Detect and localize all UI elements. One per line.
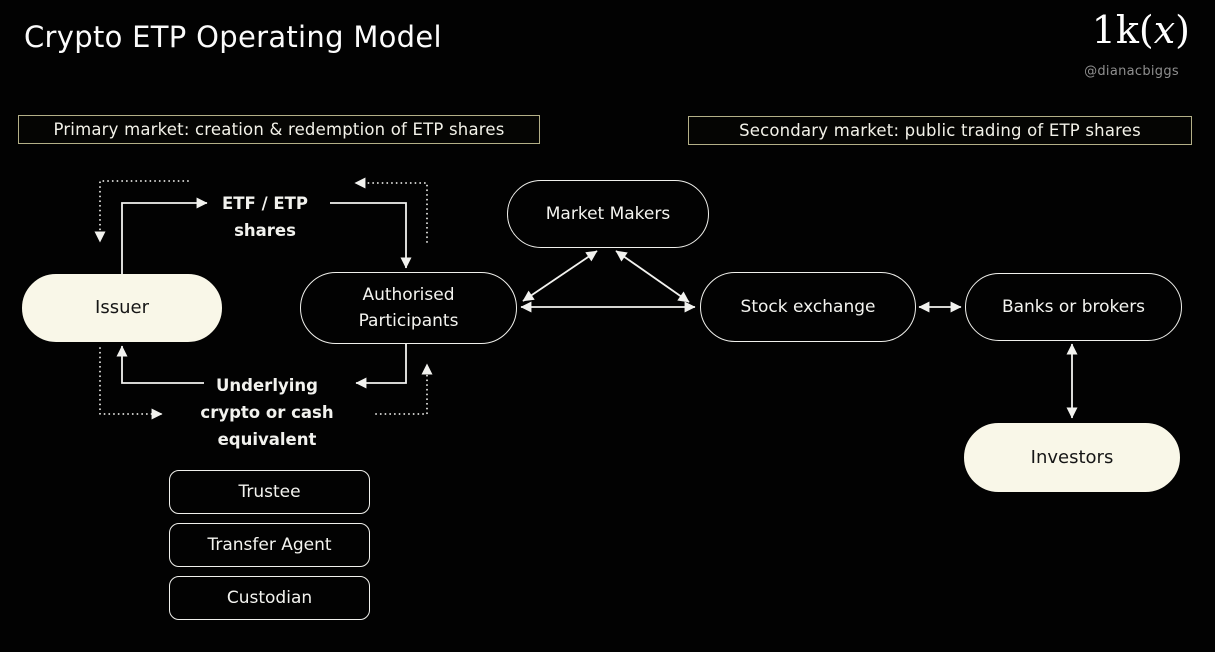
node-ap-label-line2: Participants xyxy=(358,311,459,331)
node-issuer-label: Issuer xyxy=(95,297,149,319)
label-underlying-line2: crypto or cash xyxy=(200,403,334,422)
node-banks-or-brokers-label: Banks or brokers xyxy=(1001,296,1146,317)
logo-text-close: ) xyxy=(1175,8,1190,52)
edge-issuer-to-underlying-dotted xyxy=(99,347,163,420)
node-trustee-label: Trustee xyxy=(238,482,301,502)
logo-text: 1k( xyxy=(1091,8,1154,52)
edge-ap-to-underlying-solid xyxy=(355,342,407,389)
label-etf-etp-line2: shares xyxy=(234,221,296,240)
edge-issuer-to-shares-solid xyxy=(121,197,208,274)
page-title: Crypto ETP Operating Model xyxy=(24,20,442,54)
label-etf-etp-line1: ETF / ETP xyxy=(222,194,308,213)
node-custodian: Custodian xyxy=(169,576,370,620)
edge-market-makers-stock-exchange xyxy=(615,250,690,303)
author-handle: @dianacbiggs xyxy=(1084,64,1179,79)
label-underlying-line1: Underlying xyxy=(216,376,318,395)
node-market-makers: Market Makers xyxy=(507,180,709,248)
node-issuer: Issuer xyxy=(22,274,222,342)
primary-market-header: Primary market: creation & redemption of… xyxy=(18,115,540,144)
node-transfer-agent: Transfer Agent xyxy=(169,523,370,567)
node-stock-exchange-label: Stock exchange xyxy=(740,296,876,317)
logo-x: x xyxy=(1153,8,1176,52)
node-authorised-participants: Authorised Participants xyxy=(300,272,517,344)
brand-logo-1kx: 1k(x) xyxy=(1092,8,1190,52)
edge-shares-to-ap-solid xyxy=(330,202,412,269)
node-ap-label-line1: Authorised xyxy=(362,284,455,305)
primary-market-label: Primary market: creation & redemption of… xyxy=(53,120,505,139)
edge-shares-to-issuer-dotted xyxy=(94,180,189,243)
secondary-market-label: Secondary market: public trading of ETP … xyxy=(739,121,1141,140)
edge-ap-market-makers xyxy=(522,250,598,302)
label-underlying-line3: equivalent xyxy=(217,430,317,449)
node-transfer-agent-label: Transfer Agent xyxy=(207,535,332,555)
label-underlying-crypto: Underlying crypto or cash equivalent xyxy=(185,372,349,453)
node-market-makers-label: Market Makers xyxy=(545,203,671,224)
node-investors: Investors xyxy=(964,423,1180,492)
secondary-market-header: Secondary market: public trading of ETP … xyxy=(688,116,1192,145)
label-etf-etp-shares: ETF / ETP shares xyxy=(198,190,332,244)
node-trustee: Trustee xyxy=(169,470,370,514)
node-investors-label: Investors xyxy=(1030,446,1114,468)
node-banks-or-brokers: Banks or brokers xyxy=(965,273,1182,341)
edge-ap-to-shares-dotted xyxy=(354,177,428,243)
edge-underlying-to-ap-dotted xyxy=(375,363,433,415)
node-stock-exchange: Stock exchange xyxy=(700,272,916,342)
node-custodian-label: Custodian xyxy=(226,588,313,608)
